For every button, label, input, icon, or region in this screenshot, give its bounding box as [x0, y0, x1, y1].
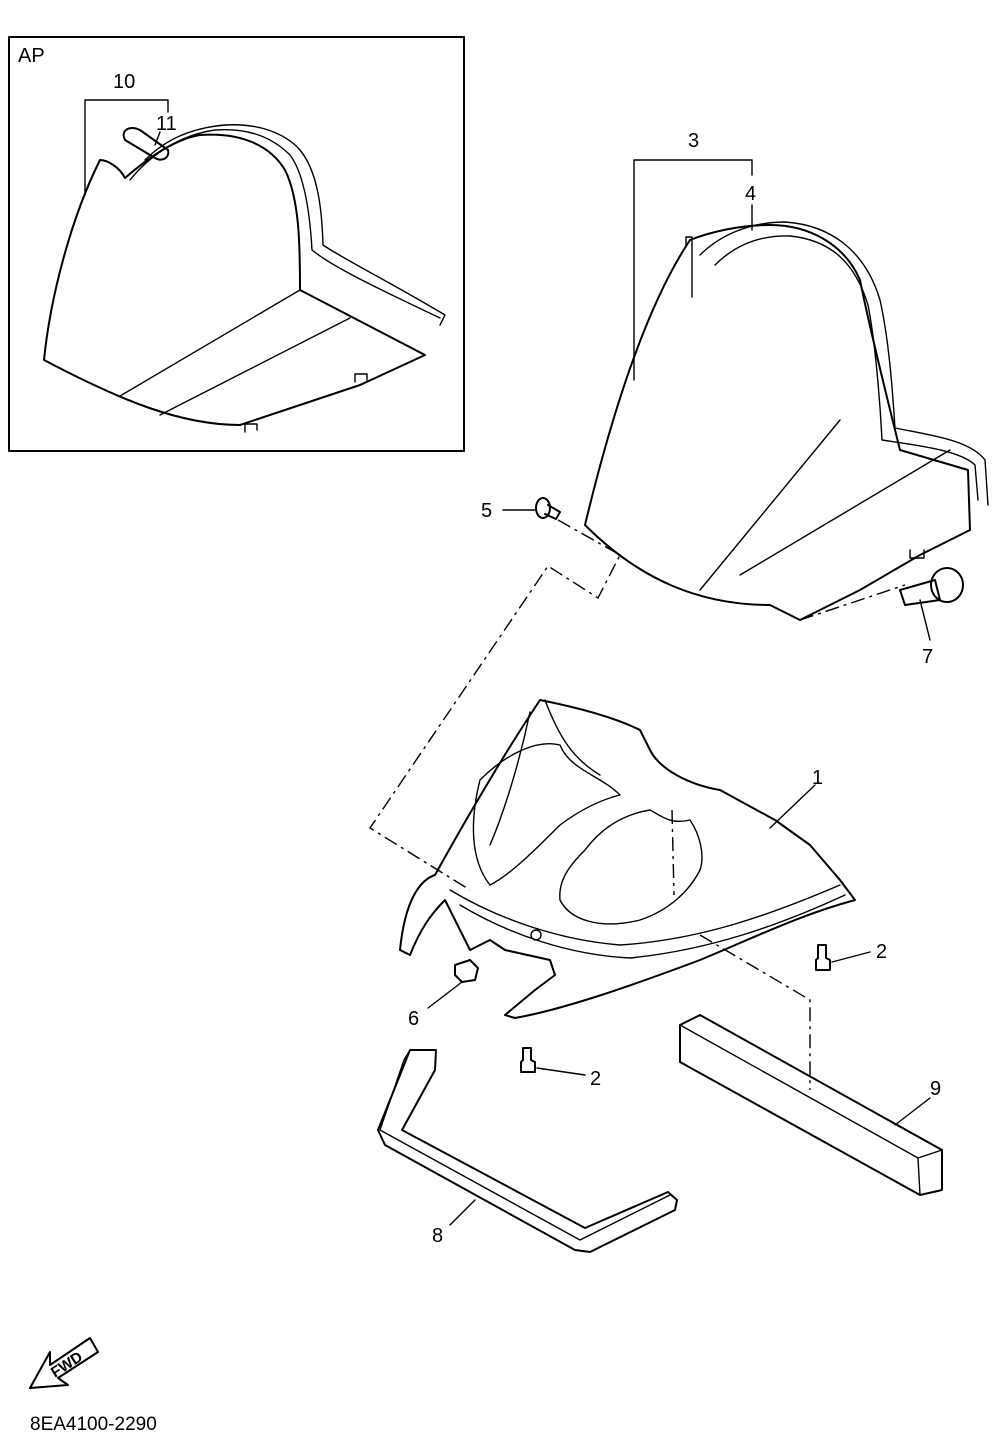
- callout-1: 1: [812, 767, 823, 789]
- inset-label: AP: [18, 45, 45, 67]
- foam-block-9-edge: [679, 1024, 943, 1196]
- cowling-top-ridge-2: [489, 711, 531, 846]
- assembly-centerline-right: [799, 584, 906, 621]
- callout-9: 9: [930, 1078, 941, 1100]
- inset-shield-tab-1: [354, 373, 368, 383]
- callout-4: 4: [745, 183, 756, 205]
- inset-windshield-rim-inner: [144, 124, 446, 326]
- inset-handle-11: [122, 127, 170, 161]
- callout-6: 6: [408, 1008, 419, 1030]
- grommet-6: 6: [408, 959, 479, 1030]
- assembly-centerline-left: [369, 519, 621, 891]
- cowling-1: 1: [399, 699, 856, 1019]
- inset-ap: AP 10 11: [8, 36, 465, 452]
- windshield-rim-inner: [714, 235, 979, 501]
- bolt-2-right: 2: [815, 941, 887, 971]
- callout-10: 10: [113, 71, 135, 93]
- callout-2-right: 2: [876, 941, 887, 963]
- cowling-hole: [530, 929, 542, 941]
- foam-block-9-shape: [679, 1014, 943, 1196]
- fastener-7-plate: [899, 579, 941, 606]
- windshield-tab-left: [685, 236, 693, 298]
- cowling-lower-edge-2: [459, 894, 846, 959]
- screw-5-head: [535, 497, 551, 519]
- fastener-7-knob: [930, 567, 964, 603]
- assembly-centerline-vertical: [671, 809, 675, 896]
- leader-11: [154, 131, 161, 146]
- inset-shield-crease-2: [119, 289, 301, 397]
- foam-block-9: 9: [679, 1014, 943, 1196]
- windshield-tab-right: [909, 549, 925, 559]
- callout-5: 5: [481, 500, 492, 522]
- windshield-rim-outer: [699, 221, 989, 506]
- windshield-outline: [584, 224, 971, 621]
- leader-8: [449, 1199, 476, 1226]
- trim-8-shape: [377, 1049, 678, 1253]
- trim-8: 8: [377, 1049, 678, 1253]
- bracket-10: [84, 99, 169, 196]
- cowling-outline: [399, 699, 856, 1019]
- cowling-inner-panel-right: [559, 809, 703, 925]
- callout-7: 7: [922, 646, 933, 668]
- screw-5-shank: [544, 504, 561, 520]
- fastener-7: 7: [899, 567, 964, 668]
- callout-2-left: 2: [590, 1068, 601, 1090]
- cowling-lower-edge: [449, 884, 841, 946]
- fwd-arrow-shape: [29, 1337, 99, 1389]
- inset-windshield: [43, 133, 426, 426]
- windshield-assembly: 3 4: [584, 130, 989, 621]
- cowling-inner-panel-left: [472, 743, 621, 886]
- leader-2-right: [831, 951, 871, 963]
- callout-3: 3: [688, 130, 699, 152]
- bolt-2-left-shape: [520, 1047, 536, 1073]
- inset-frame: [8, 36, 465, 452]
- fwd-arrow-icon: FWD: [29, 1337, 99, 1389]
- inset-shield-crease-1: [159, 317, 351, 416]
- inset-shield-tab-2: [244, 423, 258, 433]
- windshield-crease-1: [699, 419, 841, 591]
- diagram-code: 8EA4100-2290: [30, 1414, 157, 1435]
- callout-11: 11: [156, 113, 177, 135]
- bolt-2-right-shape: [815, 944, 831, 971]
- leader-1: [769, 784, 816, 829]
- leader-9: [894, 1097, 931, 1126]
- bolt-2-left: 2: [520, 1047, 601, 1090]
- windshield-crease-2: [739, 449, 951, 576]
- callout-8: 8: [432, 1225, 443, 1247]
- cowling-top-ridge: [544, 699, 601, 776]
- leader-2-left: [536, 1067, 586, 1076]
- leader-7: [919, 599, 931, 641]
- screw-5: 5: [481, 497, 561, 522]
- assembly-centerline-lower: [699, 934, 811, 1090]
- trim-8-edge: [379, 1049, 671, 1241]
- leader-6: [427, 981, 463, 1009]
- inset-windshield-rim: [129, 128, 441, 319]
- grommet-6-shape: [454, 959, 479, 983]
- bracket-3: [633, 159, 753, 381]
